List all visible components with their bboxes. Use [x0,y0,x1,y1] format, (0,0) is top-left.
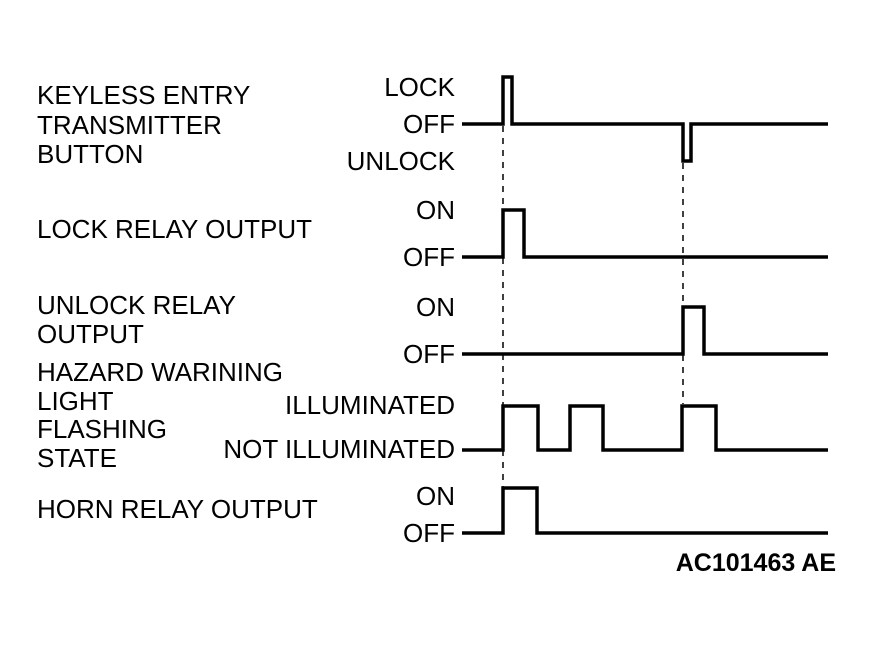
signal-name-line: KEYLESS ENTRY [37,80,250,110]
waveform-horn-relay [462,486,828,535]
signal-name-line: UNLOCK RELAY [37,290,236,320]
signal-name-unlock-relay: UNLOCK RELAY OUTPUT [37,290,236,349]
signal-name-line: HAZARD WARINING [37,357,283,387]
signal-name-hazard: HAZARD WARINING LIGHT FLASHING STATE [37,357,283,473]
waveform-keyless-entry [462,75,828,163]
signal-name-line: FLASHING [37,414,167,444]
state-label-off: OFF [403,518,455,548]
signal-name-line: LOCK RELAY OUTPUT [37,214,312,244]
state-label-unlock: UNLOCK [347,146,456,176]
state-label-lock: LOCK [384,72,455,102]
waveform-unlock-relay [462,305,828,356]
signal-name-line: HORN RELAY OUTPUT [37,494,318,524]
signal-name-line: OUTPUT [37,319,144,349]
state-label-on: ON [416,195,455,225]
state-label-off: OFF [403,242,455,272]
state-label-on: ON [416,292,455,322]
signal-name-lock-relay: LOCK RELAY OUTPUT [37,214,312,244]
signal-name-line: BUTTON [37,139,143,169]
signal-name-keyless-entry: KEYLESS ENTRY TRANSMITTER BUTTON [37,80,250,169]
state-labels: LOCK OFF UNLOCK ON OFF ON OFF ILLUMINATE… [223,72,455,548]
state-label-off: OFF [403,109,455,139]
state-label-illuminated: ILLUMINATED [285,390,455,420]
signal-name-line: STATE [37,443,117,473]
signal-name-horn-relay: HORN RELAY OUTPUT [37,494,318,524]
state-label-off: OFF [403,339,455,369]
figure-code: AC101463 AE [676,549,836,577]
signal-name-line: TRANSMITTER [37,110,222,140]
waveform-lock-relay [462,208,828,259]
signal-name-line: LIGHT [37,386,114,416]
waveform-hazard [462,404,828,452]
state-label-on: ON [416,481,455,511]
state-label-not-illuminated: NOT ILLUMINATED [223,434,455,464]
